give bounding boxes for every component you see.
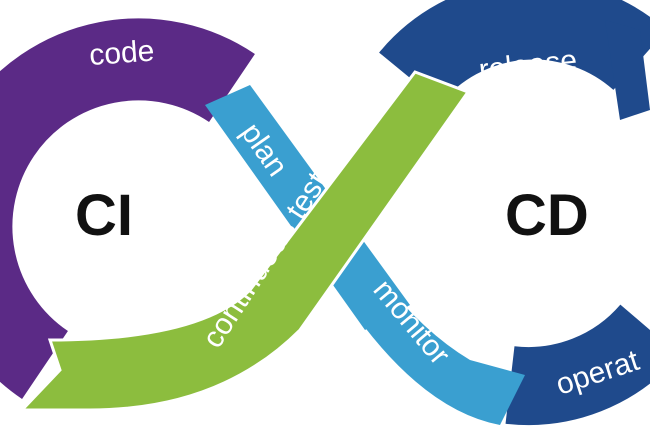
plan-band — [205, 85, 410, 330]
release-arrow-head — [605, 20, 650, 120]
testing-band — [18, 70, 471, 412]
ci-title: CI — [75, 183, 133, 248]
cd-title: CD — [505, 183, 589, 248]
operate-arc — [505, 303, 650, 426]
monitor-arc — [345, 270, 525, 425]
code-arc — [0, 18, 255, 399]
code-label: code — [88, 35, 155, 72]
